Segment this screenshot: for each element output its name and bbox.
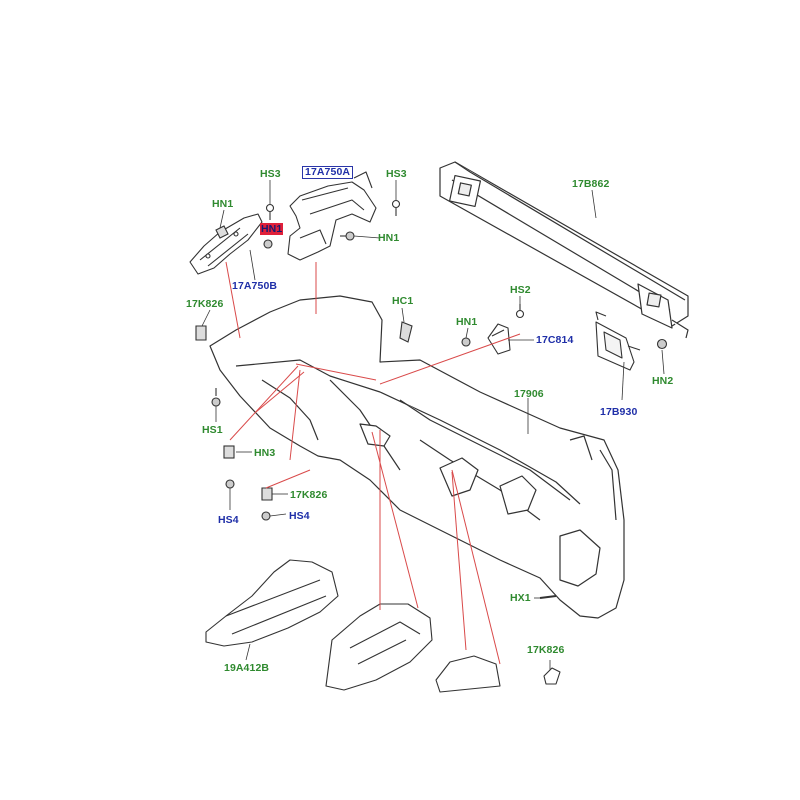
label-hs3-right: HS3 bbox=[386, 168, 407, 180]
nut-hn2 bbox=[656, 338, 668, 350]
screw-hs1 bbox=[211, 388, 221, 407]
clip-hc1 bbox=[399, 321, 413, 343]
nut-hn-highlight bbox=[263, 239, 273, 249]
label-hn1-right: HN1 bbox=[456, 316, 478, 328]
label-17k826-left: 17K826 bbox=[186, 298, 224, 310]
label-hn1-mid: HN1 bbox=[378, 232, 400, 244]
bumper-cover-17906 bbox=[209, 295, 625, 619]
leader-lines bbox=[201, 180, 665, 670]
label-hs3-left: HS3 bbox=[260, 168, 281, 180]
screw-hx1 bbox=[539, 595, 557, 599]
label-hs2: HS2 bbox=[510, 284, 531, 296]
nut-hn3 bbox=[223, 445, 235, 459]
label-hn2: HN2 bbox=[652, 375, 674, 387]
label-19a412b: 19A412B bbox=[224, 662, 270, 674]
nut-hn1-top-left bbox=[215, 225, 229, 239]
screw-hs3-left bbox=[265, 203, 275, 220]
label-hs1: HS1 bbox=[202, 424, 223, 436]
bracket-17a750a bbox=[287, 171, 377, 261]
nut-hn1-right bbox=[461, 337, 471, 347]
red-reference-lines bbox=[225, 261, 521, 665]
screw-hs4-right bbox=[261, 511, 271, 521]
label-17k826-mid: 17K826 bbox=[290, 489, 328, 501]
label-17b862: 17B862 bbox=[572, 178, 610, 190]
label-hs4-right: HS4 bbox=[289, 510, 310, 522]
nut-hn1-mid bbox=[340, 231, 355, 241]
fasteners bbox=[195, 199, 668, 599]
screw-hs3-right bbox=[391, 199, 401, 216]
clip-17k826-mid bbox=[261, 487, 273, 501]
reinforcement-beam-17b862 bbox=[439, 161, 689, 339]
label-17a750a: 17A750A bbox=[302, 166, 354, 179]
screw-hs4-left bbox=[225, 479, 235, 489]
label-hx1: HX1 bbox=[510, 592, 531, 604]
label-17a750b: 17A750B bbox=[232, 280, 278, 292]
label-hn1-top-left: HN1 bbox=[212, 198, 234, 210]
label-17c814: 17C814 bbox=[536, 334, 574, 346]
bracket-17b930 bbox=[595, 311, 641, 371]
label-hn-highlight: HN1 bbox=[260, 223, 284, 235]
label-17906: 17906 bbox=[514, 388, 544, 400]
bracket-17a750b bbox=[189, 213, 263, 275]
lower-panels-19a412b bbox=[205, 559, 561, 693]
label-17b930: 17B930 bbox=[600, 406, 638, 418]
bracket-17c814 bbox=[487, 323, 511, 355]
label-hs4-left: HS4 bbox=[218, 514, 239, 526]
label-17k826-bottom: 17K826 bbox=[527, 644, 565, 656]
clip-17k826-left bbox=[195, 325, 207, 341]
label-hc1: HC1 bbox=[392, 295, 414, 307]
label-hn3: HN3 bbox=[254, 447, 276, 459]
